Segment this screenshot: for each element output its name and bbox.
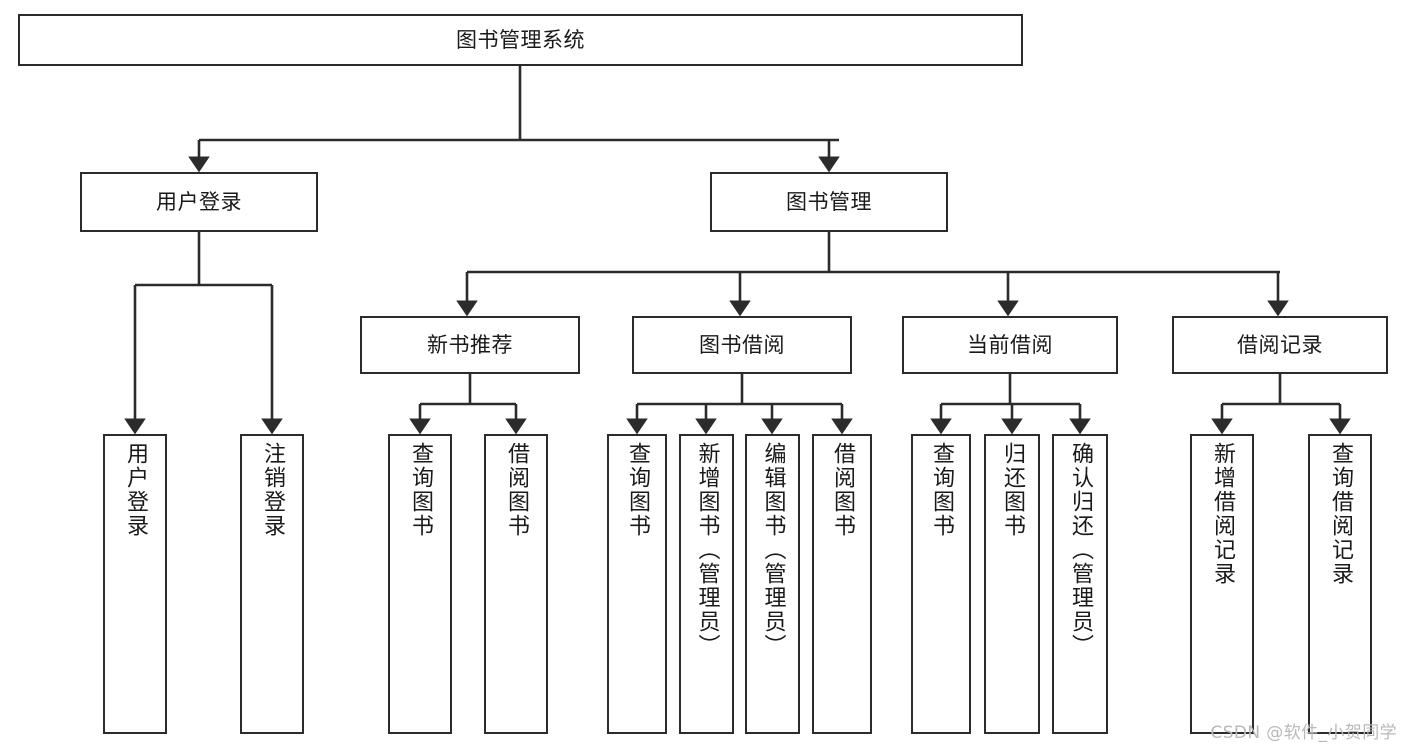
node-leaf-edit-book[interactable]: 编辑图书（管理员） bbox=[745, 434, 800, 734]
node-leaf-user-login[interactable]: 用户登录 bbox=[103, 434, 167, 734]
node-current-borrow[interactable]: 当前借阅 bbox=[902, 316, 1118, 374]
node-leaf-query-book-1-label: 查询图书 bbox=[408, 442, 433, 538]
node-leaf-add-book[interactable]: 新增图书（管理员） bbox=[679, 434, 734, 734]
watermark-text: CSDN @软件_小贺同学 bbox=[1210, 723, 1397, 743]
node-leaf-borrow-book-1-label: 借阅图书 bbox=[504, 442, 529, 538]
node-root-label: 图书管理系统 bbox=[456, 27, 585, 52]
node-leaf-query-book-3[interactable]: 查询图书 bbox=[911, 434, 971, 734]
node-book-borrow[interactable]: 图书借阅 bbox=[632, 316, 852, 374]
node-leaf-query-book-2[interactable]: 查询图书 bbox=[607, 434, 667, 734]
node-current-borrow-label: 当前借阅 bbox=[967, 332, 1053, 357]
node-leaf-query-book-3-label: 查询图书 bbox=[929, 442, 954, 538]
node-leaf-borrow-book-1[interactable]: 借阅图书 bbox=[484, 434, 548, 734]
node-new-book-rec-label: 新书推荐 bbox=[427, 332, 513, 357]
node-leaf-borrow-book-2-label: 借阅图书 bbox=[830, 442, 855, 538]
node-leaf-add-book-label: 新增图书（管理员） bbox=[694, 442, 720, 658]
node-borrow-record-label: 借阅记录 bbox=[1237, 332, 1323, 357]
node-book-borrow-label: 图书借阅 bbox=[699, 332, 785, 357]
node-leaf-edit-book-label: 编辑图书（管理员） bbox=[760, 442, 786, 658]
node-user-login[interactable]: 用户登录 bbox=[80, 172, 318, 232]
node-leaf-add-record[interactable]: 新增借阅记录 bbox=[1190, 434, 1254, 734]
node-leaf-return-book[interactable]: 归还图书 bbox=[984, 434, 1040, 734]
node-leaf-user-logout[interactable]: 注销登录 bbox=[240, 434, 304, 734]
node-book-manage-label: 图书管理 bbox=[786, 189, 872, 214]
node-book-manage[interactable]: 图书管理 bbox=[710, 172, 948, 232]
node-leaf-query-record[interactable]: 查询借阅记录 bbox=[1308, 434, 1372, 734]
node-leaf-user-login-label: 用户登录 bbox=[123, 442, 148, 538]
node-leaf-borrow-book-2[interactable]: 借阅图书 bbox=[812, 434, 872, 734]
node-leaf-return-book-label: 归还图书 bbox=[1000, 442, 1025, 538]
node-leaf-query-book-1[interactable]: 查询图书 bbox=[388, 434, 452, 734]
node-leaf-confirm-return-label: 确认归还（管理员） bbox=[1068, 442, 1093, 658]
node-leaf-user-logout-label: 注销登录 bbox=[260, 442, 285, 538]
node-root[interactable]: 图书管理系统 bbox=[18, 14, 1023, 66]
node-leaf-query-record-label: 查询借阅记录 bbox=[1328, 442, 1353, 586]
node-new-book-rec[interactable]: 新书推荐 bbox=[360, 316, 580, 374]
node-user-login-label: 用户登录 bbox=[156, 189, 242, 214]
node-leaf-query-book-2-label: 查询图书 bbox=[625, 442, 650, 538]
node-leaf-confirm-return[interactable]: 确认归还（管理员） bbox=[1052, 434, 1108, 734]
node-leaf-add-record-label: 新增借阅记录 bbox=[1210, 442, 1235, 586]
node-borrow-record[interactable]: 借阅记录 bbox=[1172, 316, 1388, 374]
